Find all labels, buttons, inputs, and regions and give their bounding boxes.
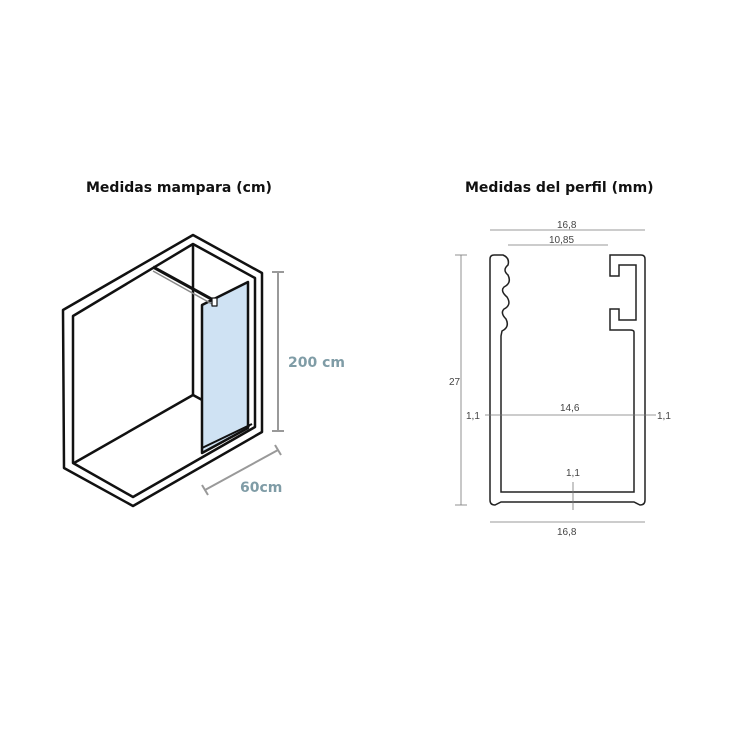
top-width-label: 16,8 xyxy=(557,220,577,231)
inner-width-label: 14,6 xyxy=(560,403,580,414)
wall-left-label: 1,1 xyxy=(466,411,480,422)
floor-left xyxy=(73,393,194,465)
support-bar xyxy=(152,265,216,303)
glass-bottom-profile xyxy=(201,423,253,449)
profile-title: Medidas del perfil (mm) xyxy=(465,180,654,196)
inner-top-label: 10,85 xyxy=(549,235,574,246)
profile-drawing xyxy=(489,254,646,506)
width-label: 60cm xyxy=(240,480,282,496)
bar-clamp xyxy=(211,297,218,307)
base-thickness-label: 1,1 xyxy=(566,468,580,479)
height-label: 200 cm xyxy=(288,355,345,371)
wall-right-label: 1,1 xyxy=(657,411,671,422)
glass-panel xyxy=(200,280,250,455)
shower-screen-drawing xyxy=(61,233,264,508)
profile-outer xyxy=(489,254,646,506)
shower-screen-title: Medidas mampara (cm) xyxy=(86,180,272,196)
height-dim-label: 27 xyxy=(449,377,461,388)
bottom-width-label: 16,8 xyxy=(557,527,577,538)
profile-dimensions xyxy=(455,229,656,523)
outer-frame xyxy=(61,233,264,508)
shower-dimensions xyxy=(201,271,284,496)
